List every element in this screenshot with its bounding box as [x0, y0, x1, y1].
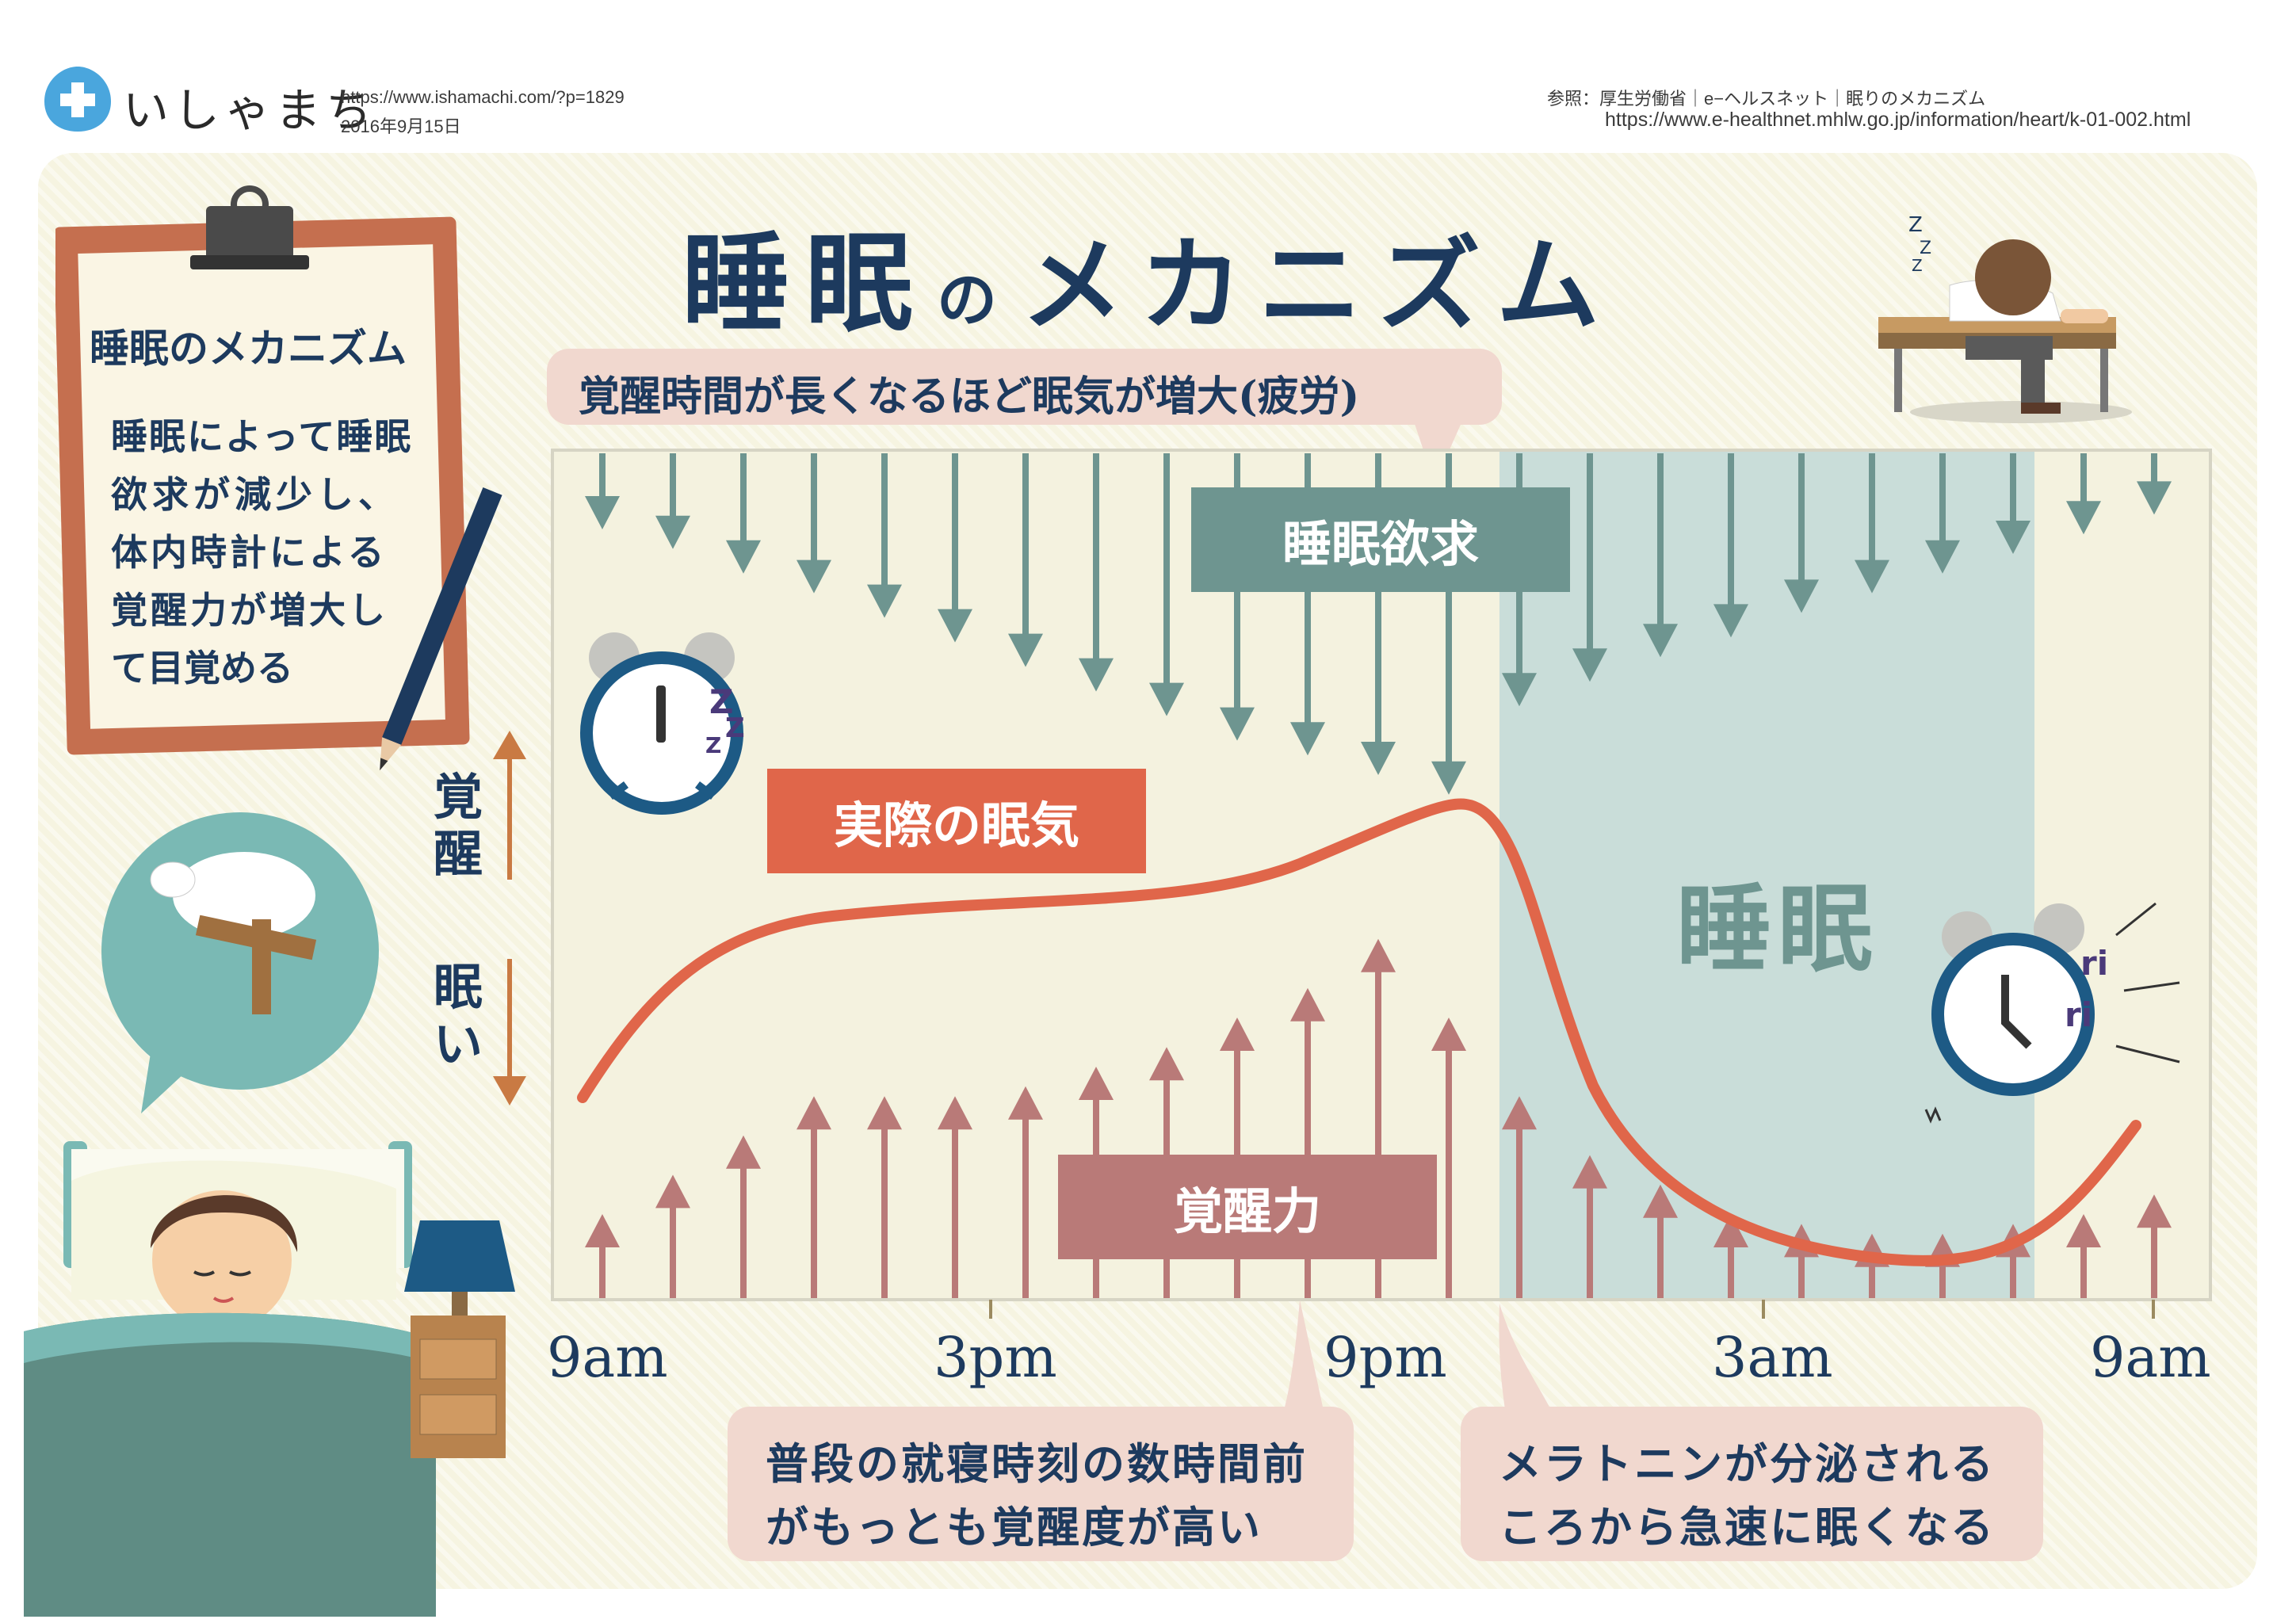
clipboard-line-1: 睡眠によって睡眠 — [111, 415, 413, 458]
sleep-need-arrow — [1643, 453, 1678, 658]
svg-text:ri: ri — [2080, 944, 2108, 983]
wake-force-arrow — [2066, 1214, 2101, 1298]
title-no: の — [937, 265, 1013, 335]
svg-text:Z: Z — [709, 682, 733, 721]
wake-force-arrow — [1713, 1214, 1748, 1298]
clipboard-line-2: 欲求が減少し、 — [111, 473, 399, 516]
source-url[interactable]: https://www.ishamachi.com/?p=1829 — [341, 87, 625, 107]
sheep-dream-bubble — [101, 812, 379, 1113]
awake-axis-arrow — [493, 731, 526, 880]
sleep-need-arrow — [1713, 453, 1748, 638]
clipboard-line-3: 体内時計による — [111, 531, 388, 574]
sleep-need-arrow — [1784, 453, 1819, 613]
sleep-zone-label: 睡眠 — [1676, 873, 1879, 985]
wake-force-arrow — [1008, 1086, 1043, 1298]
time-label-9am-end: 9am — [2090, 1325, 2211, 1390]
sleep-need-arrows — [585, 453, 2172, 795]
svg-text:Z: Z — [1920, 239, 1931, 258]
brand-logo — [38, 63, 117, 135]
sleepy-axis-label: 眠い — [433, 958, 483, 1073]
bubble-right-tail — [1499, 1304, 1553, 1415]
svg-text:Z: Z — [1912, 256, 1923, 275]
wake-force-arrow — [1431, 1018, 1466, 1298]
clipboard-line-4: 覚醒力が増大し — [111, 589, 388, 632]
bubble-top-tail — [1411, 412, 1466, 483]
page-title: 睡眠 の メカニズム — [682, 197, 1615, 353]
sleep-need-arrow — [1925, 453, 1960, 574]
svg-text:Z: Z — [725, 712, 745, 744]
sleep-need-arrow — [1008, 453, 1043, 667]
bubble-top: 覚醒時間が長くなるほど眠気が増大(疲労) — [547, 349, 1502, 425]
reference-url[interactable]: https://www.e-healthnet.mhlw.go.jp/infor… — [1605, 109, 2191, 131]
wake-force-arrow — [1572, 1155, 1607, 1298]
time-label-3am: 3am — [1712, 1325, 1833, 1390]
wake-force-arrow — [867, 1096, 902, 1298]
sleep-need-arrow — [1572, 453, 1607, 682]
sleepy-axis-arrow — [493, 959, 526, 1106]
wake-force-arrow — [655, 1174, 690, 1298]
sleep-need-arrow — [2137, 453, 2172, 515]
bubble-left-line1: 普段の就寝時刻の数時間前 — [766, 1438, 1308, 1489]
actual-sleepiness-curve — [577, 798, 2141, 1266]
sleep-need-arrow — [655, 453, 690, 549]
sleep-need-arrow — [1996, 453, 2030, 554]
alarm-clock-ringing-icon: ri ri — [1924, 902, 2180, 1124]
title-mechanism: メカニズム — [1021, 224, 1616, 346]
cross-drop-icon — [44, 67, 111, 132]
tag-wake-force: 覚醒力 — [1058, 1155, 1437, 1259]
bubble-left-tail — [1284, 1300, 1324, 1411]
bubble-bottom-right: メラトニンが分泌される ころから急速に眠くなる — [1461, 1407, 2043, 1561]
tag-sleep-need: 睡眠欲求 — [1191, 487, 1570, 592]
bubble-right-line1: メラトニンが分泌される — [1499, 1438, 1996, 1489]
lamp-icon — [404, 1220, 515, 1292]
reference-text: 参照：厚生労働省｜e−ヘルスネット｜眠りのメカニズム — [1547, 89, 1986, 109]
sleep-need-arrow — [1855, 453, 1889, 594]
sleep-need-arrow — [726, 453, 761, 574]
tag-actual-sleepiness: 実際の眠気 — [767, 769, 1146, 873]
wake-force-arrow — [1643, 1184, 1678, 1298]
sleep-need-arrow — [2066, 453, 2101, 535]
sleep-need-arrow — [585, 453, 620, 529]
sleep-need-arrow — [797, 453, 831, 594]
sleep-need-arrow — [1149, 453, 1184, 716]
time-label-3pm: 3pm — [934, 1325, 1057, 1390]
wake-force-arrow — [938, 1096, 972, 1298]
svg-text:Z: Z — [1908, 213, 1923, 237]
wake-force-arrow — [726, 1135, 761, 1298]
clipboard-board — [55, 185, 502, 771]
svg-text:Z: Z — [705, 732, 721, 758]
sleep-need-arrow — [938, 453, 972, 643]
wake-force-arrow — [2137, 1194, 2172, 1298]
awake-axis-label: 覚醒 — [433, 768, 483, 883]
sleep-need-arrow — [867, 453, 902, 618]
bubble-top-text: 覚醒時間が長くなるほど眠気が増大(疲労) — [579, 372, 1360, 421]
bubble-left-line2: がもっとも覚醒度が高い — [766, 1502, 1263, 1552]
person-sleeping-at-desk: Z Z Z — [1878, 213, 2132, 423]
svg-text:ri: ri — [2065, 995, 2092, 1034]
time-label-9am-start: 9am — [547, 1325, 668, 1390]
bubble-right-line2: ころから急速に眠くなる — [1499, 1502, 1996, 1552]
boy-sleeping-in-bed — [24, 1141, 515, 1617]
clipboard-heading: 睡眠のメカニズム — [90, 325, 407, 372]
sleep-need-arrow — [1079, 453, 1114, 692]
clipboard-line-5: て目覚める — [111, 647, 293, 689]
title-sleep: 睡眠 — [682, 220, 929, 347]
publish-date: 2016年9月15日 — [341, 116, 461, 136]
bubble-bottom-left: 普段の就寝時刻の数時間前 がもっとも覚醒度が高い — [728, 1407, 1354, 1561]
wake-force-arrow — [797, 1096, 831, 1298]
alarm-clock-sleeping-icon: Z Z Z — [580, 632, 745, 815]
wake-force-arrow — [585, 1214, 620, 1298]
wake-force-arrow — [1502, 1096, 1537, 1298]
time-label-9pm: 9pm — [1324, 1325, 1447, 1390]
wake-force-arrows — [585, 938, 2172, 1298]
pencil-icon — [380, 487, 502, 771]
brand-name: いしゃまち — [123, 83, 377, 137]
